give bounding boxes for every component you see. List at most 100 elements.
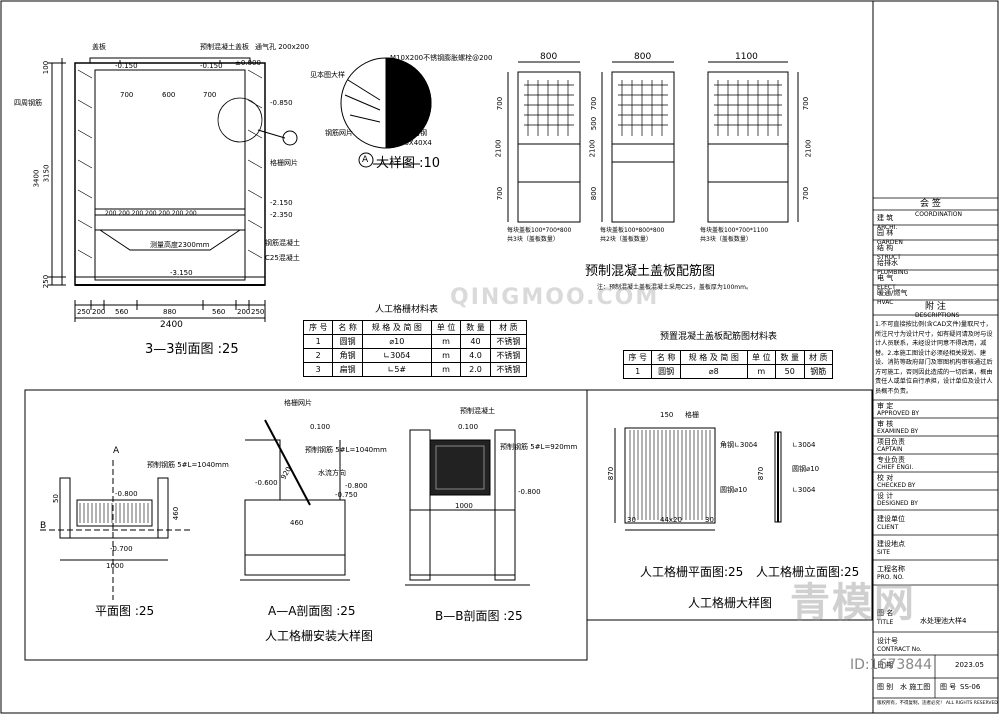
section-3-title: 3—3剖面图 :25	[145, 342, 239, 357]
detail-a-letter: A	[362, 155, 369, 165]
grille-plan-title: 人工格栅平面图:25	[640, 565, 744, 579]
slab-outlines	[507, 61, 799, 223]
inst-dim-1: 1000	[106, 562, 124, 570]
inst-elev-0800-b: -0.800	[345, 482, 368, 490]
tb-proj: 工程名称	[877, 565, 905, 573]
tb-notes-en: DESCRIPTIONS	[915, 312, 960, 319]
slab-a-2: 2100	[494, 139, 503, 158]
gr-label-4: ∟30δ4	[792, 441, 816, 449]
inst-elev-0800-c: -0.800	[518, 488, 541, 496]
grille-title: 人工格栅大样图	[688, 596, 773, 610]
gr-dim-870b: 870	[757, 466, 766, 481]
section-3-3-outline	[48, 57, 298, 322]
table2-title: 预置混凝土盖板配筋图材料表	[660, 332, 778, 342]
slab-b-1: 700	[590, 96, 599, 111]
tb-disc-5-en: HVAC	[877, 299, 894, 306]
cell: 圆钢	[651, 364, 681, 379]
table1-header-row: 序 号 名 称 规 格 及 简 图 单 位 数 量 材 质	[302, 320, 528, 335]
watermark-id: ID:1673844	[850, 657, 932, 673]
detail-a-label-mesh: 钢筋网片	[325, 129, 353, 137]
sec-label-vent: 通气孔 200x200	[255, 43, 310, 51]
cell: ⌀10	[361, 334, 432, 349]
table1-h: 数 量	[460, 320, 491, 335]
tb-role-0: 审 定	[877, 402, 894, 410]
tb-proj-en: PRO. NO.	[877, 574, 904, 581]
cell: m	[430, 334, 462, 349]
inst-elev-0600: -0.600	[255, 479, 278, 487]
elev-2150: -2.150	[270, 199, 293, 207]
cell: 2.0	[460, 362, 491, 377]
inst-letter-a: A	[113, 446, 120, 456]
tb-disc-0: 建 筑	[877, 214, 894, 222]
grille-plan	[614, 427, 716, 531]
gr-dim-30b: 30	[705, 516, 714, 524]
cell: ∟5#	[361, 362, 432, 377]
tb-contract: 设计号	[877, 637, 898, 645]
inst-label-flow: 水流方向	[318, 469, 346, 477]
cell: 40	[460, 334, 491, 349]
cell: 50	[775, 364, 805, 379]
tb-disc-4: 电 气	[877, 274, 894, 282]
slab-b-3: 2100	[588, 139, 597, 158]
inst-label-3: 预制钢筋 5#L=920mm	[500, 443, 578, 451]
slab-cap-2: 每块盖板100*800*800	[600, 227, 665, 234]
cell: ∟30δ4	[361, 348, 432, 363]
cell: m	[430, 362, 462, 377]
slab-title: 预制混凝土盖板配筋图	[585, 264, 716, 279]
dim-b-2: 200	[92, 308, 106, 316]
install-section-b	[405, 429, 530, 586]
plan-val-1: 700	[120, 91, 134, 99]
slab-c-1: 700	[802, 96, 811, 111]
dim-b-6: 200	[237, 308, 251, 316]
table2-h: 材 质	[803, 350, 833, 365]
elev-850: -0.850	[270, 99, 293, 107]
table1-h: 序 号	[302, 320, 334, 335]
tb-copyright: 版权所有，不得复制，违者必究！ ALL RIGHTS RESERVED	[877, 701, 998, 706]
table1-h: 材 质	[489, 320, 528, 335]
grille-detail-frame	[586, 389, 873, 621]
tb-disc-2: 结 构	[877, 244, 894, 252]
tb-disc-0-en: ARCHI.	[877, 224, 898, 231]
tb-dname-en: TITLE	[877, 619, 894, 626]
tb-role-2-en: CAPTAIN	[877, 446, 903, 453]
table1-title: 人工格栅材料表	[375, 305, 439, 315]
tb-role-5-en: DESIGNED BY	[877, 500, 918, 507]
tb-disc-3: 给排水	[877, 259, 898, 267]
cell: m	[430, 348, 462, 363]
plan-val-3: 700	[203, 91, 217, 99]
cell: 1	[622, 364, 653, 379]
table1-h: 单 位	[430, 320, 462, 335]
gr-label-6: ∟30δ4	[792, 486, 816, 494]
cell: 扁钢	[332, 362, 363, 377]
inst-plan-title: 平面图 :25	[95, 604, 155, 618]
gr-label-5: 圆钢⌀10	[792, 465, 820, 473]
slab-cap-1: 每块盖板100*700*800	[507, 227, 572, 234]
tb-disc-5: 暖通/燃气	[877, 289, 908, 297]
slab-cap-3: 每块盖板100*700*1100	[700, 227, 769, 234]
table2-h: 名 称	[651, 350, 681, 365]
grille-elev-title: 人工格栅立面图:25	[756, 565, 860, 579]
tb-stage-val: 水 施工图	[900, 683, 931, 691]
tb-role-4-en: CHECKED BY	[877, 482, 916, 489]
tb-role-3: 专业负责	[877, 456, 905, 464]
gr-dim-44x20: 44x20	[660, 516, 682, 524]
gr-dim-30a: 30	[627, 516, 636, 524]
sec-label-grid: 格栅网片	[270, 159, 298, 167]
tb-site: 建设地点	[877, 540, 905, 548]
dim-left-3400: 3400	[32, 169, 41, 188]
cell: 角钢	[332, 348, 363, 363]
sec-label-rebar: 四周钢筋	[14, 99, 42, 107]
slab-a-3: 700	[496, 186, 505, 201]
dim-left-3150: 3150	[42, 164, 51, 183]
slab-top-2: 800	[634, 52, 652, 62]
inst-label-precast: 预制混凝土	[460, 407, 495, 415]
cell: 钢筋	[803, 364, 833, 379]
dim-total: 2400	[160, 320, 183, 330]
sec-label-concrete: 钢筋混凝土	[265, 239, 300, 247]
table1-h: 规 格 及 简 图	[361, 320, 432, 335]
inst-elev-0700: -0.700	[110, 545, 133, 553]
